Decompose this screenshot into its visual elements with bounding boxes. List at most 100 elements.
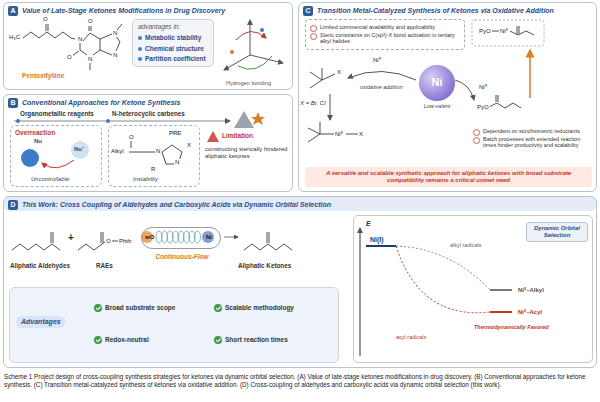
pentoxifylline-structure-part [48, 24, 49, 31]
nhc-sketch-part [131, 141, 132, 148]
approach-name: Organometallic reagents [20, 110, 94, 118]
atom-label: X [336, 69, 342, 76]
nhc-sketch-part [129, 152, 157, 153]
advantages-box: advantages in:Metabolic stabilityChemica… [132, 19, 214, 67]
orbital-axes-part [250, 20, 251, 55]
node-text: Dynamic Orbital Selection [529, 225, 585, 239]
approach-arrow-part [106, 119, 110, 123]
panel-letter: D [8, 200, 18, 210]
panel-letter: A [8, 6, 18, 16]
halide-sketch-part [322, 68, 323, 80]
atom-label: R [150, 166, 156, 173]
panel-title: Value of Late-Stage Ketones Modification… [22, 6, 225, 16]
limitation-label: Limitation [222, 132, 253, 140]
node-text: Short reaction times [225, 336, 288, 344]
node-text: Uncontrollable [31, 176, 69, 183]
reaction-sketch-part [51, 232, 52, 243]
pentoxifylline-structure-part [100, 39, 101, 50]
node-text: Broad substrate scope [105, 304, 175, 312]
atom-label: N [155, 148, 161, 155]
atom-label: H₃C [8, 34, 21, 41]
pentoxifylline-structure-part [23, 32, 75, 39]
atom-label: O [66, 54, 73, 61]
node-text: Ni [419, 76, 455, 89]
node-text: wO [145, 234, 154, 241]
catalyst-label: Ni⁰ [372, 57, 382, 64]
atom-label: O [42, 16, 49, 23]
orbital-axes-part [260, 28, 264, 32]
node-text: Ni [206, 234, 212, 241]
node-text: Overreaction [15, 129, 55, 137]
reaction-sketch-part [267, 232, 268, 243]
pentoxifylline-structure-part [89, 26, 90, 31]
node-text: Low-valent [411, 103, 463, 110]
plus-sign: + [68, 232, 74, 244]
energy-diagram-part [360, 228, 361, 356]
orbital-axes-part [238, 56, 272, 69]
group-label: PyO [478, 28, 492, 35]
pentoxifylline-structure-part [100, 34, 112, 39]
panel-b: BConventional Approaches for Ketone Synt… [3, 94, 293, 192]
panel-d-header [4, 197, 596, 211]
atom-label: N [87, 56, 93, 63]
flow-coil-part [195, 231, 201, 243]
node-text: Metabolic stability [138, 34, 208, 42]
reaction-sketch-part [269, 232, 270, 243]
atom-label: N [112, 30, 118, 37]
pentoxifylline-structure-part [46, 24, 47, 31]
flow-coil-part [202, 231, 214, 243]
advantages-bar: AdvantagesBroad substrate scopeScalable … [9, 287, 339, 363]
nucleophile-label: Nu [34, 138, 42, 145]
nhc-box: PRE Instability [108, 125, 200, 187]
reaction-sketch-part [244, 244, 292, 250]
oxidative-arrows-part [348, 71, 416, 80]
panel-letter: C [303, 6, 313, 16]
approach-arrow-part [251, 112, 265, 125]
node-text: Chemical structure [138, 45, 208, 53]
node-text: acyl radicals [396, 334, 426, 341]
node-text: alkyl radicals [450, 242, 481, 249]
drawback-list: Dependent on stoichiometric reductantsBa… [471, 125, 593, 152]
halide-note: X = Br, Cl [300, 100, 326, 107]
halide-sketch-part [320, 134, 334, 135]
nucleophile-label: Nu⁻ [74, 146, 84, 153]
approach-arrow-part [14, 121, 230, 122]
reactant-name: RAEs [96, 262, 113, 270]
nucleophile-sketch-part [21, 149, 39, 167]
limitation-box: Limited commercial availability and appl… [305, 19, 465, 50]
axis-caption: Hydrogen bonding [226, 80, 271, 87]
pentoxifylline-structure-part [116, 42, 120, 51]
orbital-axes-part [224, 55, 250, 70]
panel-title: Conventional Approaches for Ketone Synth… [22, 98, 180, 108]
node-text: PRE [169, 130, 181, 137]
pentoxifylline-structure-part [90, 62, 91, 70]
energy-diagram-part [490, 311, 512, 313]
oxidative-arrows-part [330, 94, 331, 120]
ester-sketch [489, 26, 534, 108]
node-text: Instability [133, 176, 158, 183]
product-name: Aliphatic Ketones [238, 262, 291, 270]
halide-sketch-part [308, 134, 320, 142]
approach-name: N-heterocyclic carbenes [112, 110, 185, 118]
pentoxifylline-structure-part [80, 50, 87, 55]
node-text: Ni(I) [370, 236, 384, 244]
atom-label: X [358, 131, 364, 138]
atom-label: N [77, 36, 83, 43]
node-text: Continuous-Flow [142, 253, 222, 261]
node-text: Redox-neutral [105, 336, 149, 344]
nhc-sketch-part [207, 131, 219, 142]
reaction-sketch [12, 232, 292, 250]
energy-diagram-box: ENi(I)alkyl radicalsNiᴵᴵ–AlkylNiᴵᴵ–AcylT… [353, 215, 593, 363]
flow-reactor: wONiContinuous-Flow [141, 227, 221, 249]
nucleophile-sketch-part [71, 141, 89, 159]
reaction-sketch-part [53, 232, 54, 243]
unmet-need-box: A versatile and scalable synthetic appro… [305, 167, 592, 187]
group-label: Alkyl [110, 148, 125, 155]
node-text: Niᴵᴵ–Alkyl [518, 287, 544, 294]
energy-diagram-part [490, 289, 512, 291]
halide-sketch-part [322, 74, 335, 80]
panel-d-header-part [4, 197, 596, 211]
pentoxifylline-structure-part [100, 50, 112, 55]
node-text: Steric constraints on C(sp³)-X bond acti… [310, 32, 460, 45]
